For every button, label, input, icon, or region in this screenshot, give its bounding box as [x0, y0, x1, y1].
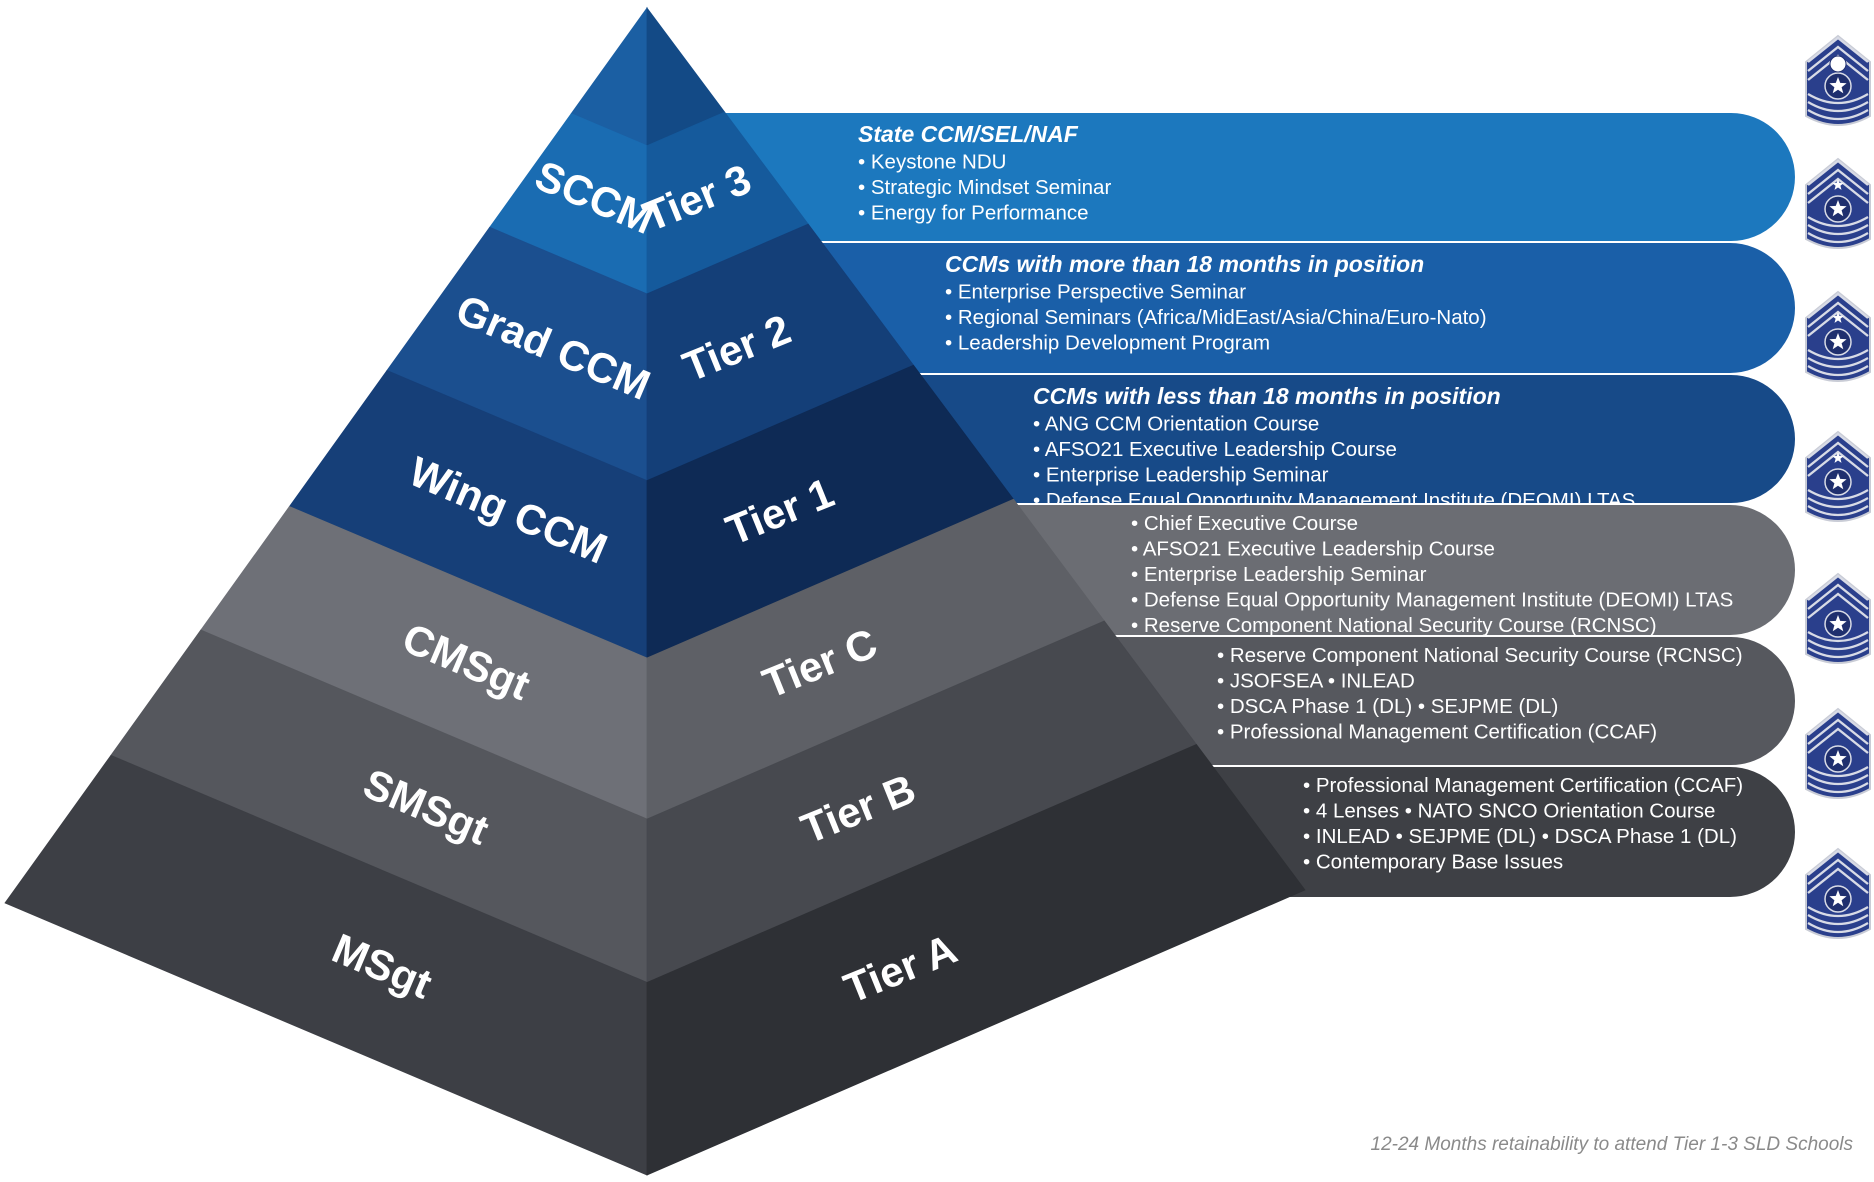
chevron-star-icon [1805, 572, 1871, 664]
band-item: • Regional Seminars (Africa/MidEast/Asia… [945, 306, 1487, 329]
band-item: • ANG CCM Orientation Course [1033, 413, 1319, 436]
band-item: • Strategic Mindset Seminar [858, 176, 1111, 199]
band-title: State CCM/SEL/NAF [858, 121, 1079, 147]
layer-right-face [646, 743, 1306, 1176]
band-item: • Defense Equal Opportunity Management I… [1131, 589, 1733, 612]
band-title: CCMs with less than 18 months in positio… [1033, 383, 1501, 409]
insignia-column [1805, 34, 1871, 939]
pyramid-layer [570, 6, 726, 147]
chevron-star-wreath-icon [1805, 157, 1871, 249]
band-item: • Reserve Component National Security Co… [1131, 614, 1657, 637]
band-item: • Enterprise Leadership Seminar [1033, 464, 1329, 487]
footnote: 12-24 Months retainability to attend Tie… [1371, 1134, 1854, 1155]
band-item: • Professional Management Certification … [1217, 721, 1657, 744]
band-item: • Keystone NDU [858, 151, 1006, 174]
chevron-star-wreath-icon [1805, 430, 1871, 522]
band-item: • JSOFSEA • INLEAD [1217, 670, 1415, 693]
course-band: State CCM/SEL/NAF • Keystone NDU• Strateg… [629, 111, 1797, 243]
band-item: • Contemporary Base Issues [1303, 851, 1563, 874]
band-item: • Reserve Component National Security Co… [1217, 644, 1743, 667]
band-item: • Energy for Performance [858, 202, 1089, 225]
band-shape [629, 241, 1797, 375]
band-item: • DSCA Phase 1 (DL) • SEJPME (DL) [1217, 695, 1558, 718]
band-item: • Enterprise Leadership Seminar [1131, 563, 1427, 586]
course-band: CCMs with more than 18 months in positio… [629, 241, 1797, 375]
band-item: • Chief Executive Course [1131, 512, 1358, 535]
band-item: • AFSO21 Executive Leadership Course [1131, 538, 1495, 561]
band-item: • Enterprise Perspective Seminar [945, 281, 1246, 304]
band-item: • Professional Management Certification … [1303, 774, 1743, 797]
band-title: CCMs with more than 18 months in positio… [945, 251, 1424, 277]
band-item: • INLEAD • SEJPME (DL) • DSCA Phase 1 (D… [1303, 825, 1737, 848]
band-item: • 4 Lenses • NATO SNCO Orientation Cours… [1303, 800, 1715, 823]
chevron-star-icon [1805, 847, 1871, 939]
band-shape [629, 111, 1797, 243]
chevron-star-icon [1805, 707, 1871, 799]
band-item: • AFSO21 Executive Leadership Course [1033, 438, 1397, 461]
chevron-wreath-eagle-icon [1805, 34, 1871, 126]
chevron-star-wreath-icon [1805, 290, 1871, 382]
band-item: • Leadership Development Program [945, 332, 1270, 355]
